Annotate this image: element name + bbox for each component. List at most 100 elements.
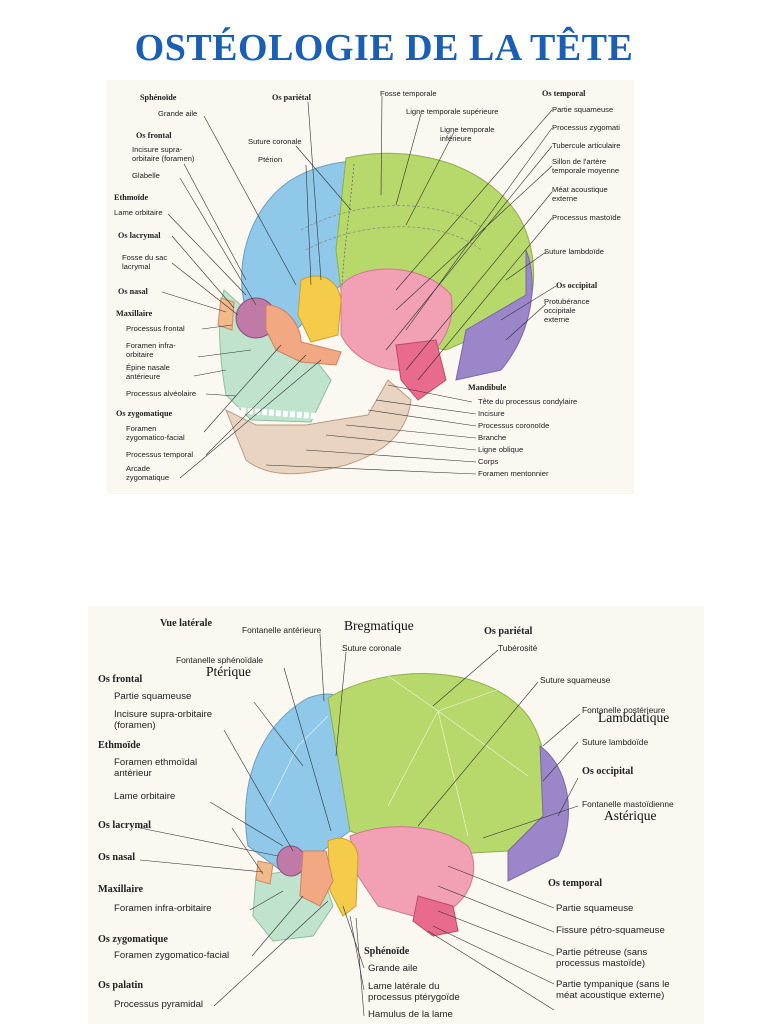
label-partie-tympanique: Partie tympanique (sans le xyxy=(556,979,670,990)
label-os-temporal: Os temporal xyxy=(542,89,586,98)
label-lame-orbitaire: Lame orbitaire xyxy=(114,208,163,217)
page-title: OSTÉOLOGIE DE LA TÊTE xyxy=(134,27,634,69)
label-foramen-zygo-2: Foramen zygomatico-facial xyxy=(114,950,230,961)
label-suture-coronale: Suture coronale xyxy=(342,643,402,653)
label-asterique: Astérique xyxy=(604,808,657,823)
label-fissure: Fissure pétro-squameuse xyxy=(556,925,665,936)
label-glabelle: Glabelle xyxy=(132,171,160,180)
label-epine-nasale: Épine nasale xyxy=(126,363,170,372)
label-ligne-sup: Ligne temporale supérieure xyxy=(406,107,499,116)
label-protuberance: Protubérance xyxy=(544,297,590,306)
label-os-frontal: Os frontal xyxy=(136,131,172,140)
label-lame-laterale-2: processus ptérygoïde xyxy=(368,992,460,1003)
label-pterique: Ptérique xyxy=(206,664,251,679)
adult-skull-diagram: Sphénoïde Grande aile Os frontal Incisur… xyxy=(106,80,634,494)
label-processus-temporal: Processus temporal xyxy=(126,450,194,459)
label-incisure-supra-2b: (foramen) xyxy=(114,720,156,731)
label-sphenoide-2: Sphénoïde xyxy=(364,946,410,957)
label-tuberosite: Tubérosité xyxy=(498,643,538,653)
label-processus-pyramidal: Processus pyramidal xyxy=(114,999,204,1010)
newborn-skull-illustration xyxy=(139,633,581,1017)
label-fosse-sac-2: lacrymal xyxy=(122,262,151,271)
label-fontanelle-ant: Fontanelle antérieure xyxy=(242,625,322,635)
label-incisure: Incisure xyxy=(478,409,505,418)
adult-skull-illustration xyxy=(161,95,557,479)
label-tubercule: Tubercule articulaire xyxy=(552,141,621,150)
label-arcade: Arcade xyxy=(126,464,151,473)
label-os-zygomatique: Os zygomatique xyxy=(116,409,173,418)
label-incisure-supra: Incisure supra- xyxy=(132,145,183,154)
label-fontanelle-post: Fontanelle postérieure xyxy=(582,705,666,715)
label-partie-squameuse-2: Partie squameuse xyxy=(114,691,192,702)
label-sillon: Sillon de l'artère xyxy=(552,157,607,166)
label-processus-frontal: Processus frontal xyxy=(126,324,185,333)
label-grande-aile: Grande aile xyxy=(158,109,198,118)
label-epine-nasale-2: antérieure xyxy=(126,372,161,381)
label-ethmoide-2: Ethmoïde xyxy=(98,740,141,751)
label-foramen-zygo: Foramen xyxy=(126,424,157,433)
label-partie-squameuse-t: Partie squameuse xyxy=(556,903,634,914)
label-lambdatique: Lambdatique xyxy=(598,710,670,725)
label-meat-2: externe xyxy=(552,194,578,203)
label-branche: Branche xyxy=(478,433,507,442)
label-foramen-infra: Foramen infra- xyxy=(126,341,176,350)
label-meat: Méat acoustique xyxy=(552,185,608,194)
label-foramen-mentonnier: Foramen mentonnier xyxy=(478,469,549,478)
label-suture-squameuse: Suture squameuse xyxy=(540,675,611,685)
label-foramen-infra-2: orbitaire xyxy=(126,350,154,359)
label-os-parietal: Os pariétal xyxy=(272,93,311,102)
label-processus-mastoide: Processus mastoïde xyxy=(552,213,621,222)
label-os-lacrymal-2: Os lacrymal xyxy=(98,820,151,831)
label-os-occipital: Os occipital xyxy=(556,281,598,290)
label-ligne-inf: Ligne temporale xyxy=(440,125,495,134)
label-foramen-ethmo: Foramen ethmoïdal xyxy=(114,757,198,768)
label-fontanelle-masto: Fontanelle mastoïdienne xyxy=(582,799,674,809)
label-sphenoide: Sphénoïde xyxy=(140,93,177,102)
label-tete-processus: Tête du processus condylaire xyxy=(478,397,578,406)
label-partie-petreuse: Partie pétreuse (sans xyxy=(556,947,648,958)
label-lame-laterale: Lame latérale du xyxy=(368,981,440,992)
label-grande-aile-2: Grande aile xyxy=(368,963,418,974)
label-incisure-supra-2: orbitaire (foramen) xyxy=(132,154,195,163)
label-protuberance-3: externe xyxy=(544,315,570,324)
label-maxillaire-2: Maxillaire xyxy=(98,884,144,895)
label-partie-petreuse-2: processus mastoïde) xyxy=(556,958,646,969)
label-fosse-sac: Fosse du sac xyxy=(122,253,168,262)
label-ligne-inf-2: inférieure xyxy=(440,134,472,143)
label-vue-laterale: Vue latérale xyxy=(160,618,212,629)
label-ligne-oblique: Ligne oblique xyxy=(478,445,524,454)
label-os-nasal: Os nasal xyxy=(118,287,148,296)
label-processus-coronoide: Processus coronoïde xyxy=(478,421,550,430)
newborn-skull-diagram: Vue latérale Fontanelle antérieure Bregm… xyxy=(88,606,704,1024)
label-foramen-ethmo-2: antérieur xyxy=(114,768,152,779)
label-suture-lambdoide: Suture lambdoïde xyxy=(544,247,604,256)
label-suture-coronale: Suture coronale xyxy=(248,137,302,146)
label-arcade-2: zygomatique xyxy=(126,473,170,482)
label-processus-zygomati: Processus zygomati xyxy=(552,123,620,132)
label-ethmoide: Ethmoïde xyxy=(114,193,149,202)
label-lame-orbitaire-2: Lame orbitaire xyxy=(114,791,176,802)
label-os-temporal-2: Os temporal xyxy=(548,878,603,889)
label-os-frontal-2: Os frontal xyxy=(98,674,143,685)
label-protuberance-2: occipitale xyxy=(544,306,576,315)
label-sillon-2: temporale moyenne xyxy=(552,166,620,175)
label-bregmatique: Bregmatique xyxy=(344,618,414,633)
label-os-lacrymal: Os lacrymal xyxy=(118,231,161,240)
label-os-occipital-2: Os occipital xyxy=(582,766,634,777)
label-os-zygomatique-2: Os zygomatique xyxy=(98,934,168,945)
label-maxillaire: Maxillaire xyxy=(116,309,153,318)
label-processus-alveolaire: Processus alvéolaire xyxy=(126,389,197,398)
label-fontanelle-spheno: Fontanelle sphénoïdale xyxy=(176,655,264,665)
label-partie-squameuse: Partie squameuse xyxy=(552,105,614,114)
label-hamulus: Hamulus de la lame xyxy=(368,1009,453,1020)
label-corps: Corps xyxy=(478,457,499,466)
label-os-nasal-2: Os nasal xyxy=(98,852,136,863)
label-os-parietal-2: Os pariétal xyxy=(484,626,533,637)
label-partie-tympanique-2: méat acoustique externe) xyxy=(556,990,665,1001)
label-mandibule: Mandibule xyxy=(468,383,507,392)
label-pterion: Ptérion xyxy=(258,155,283,164)
label-foramen-zygo-2: zygomatico-facial xyxy=(126,433,185,442)
label-foramen-infra-2: Foramen infra-orbitaire xyxy=(114,903,212,914)
label-os-palatin: Os palatin xyxy=(98,980,144,991)
label-fosse-temporale: Fosse temporale xyxy=(380,89,437,98)
